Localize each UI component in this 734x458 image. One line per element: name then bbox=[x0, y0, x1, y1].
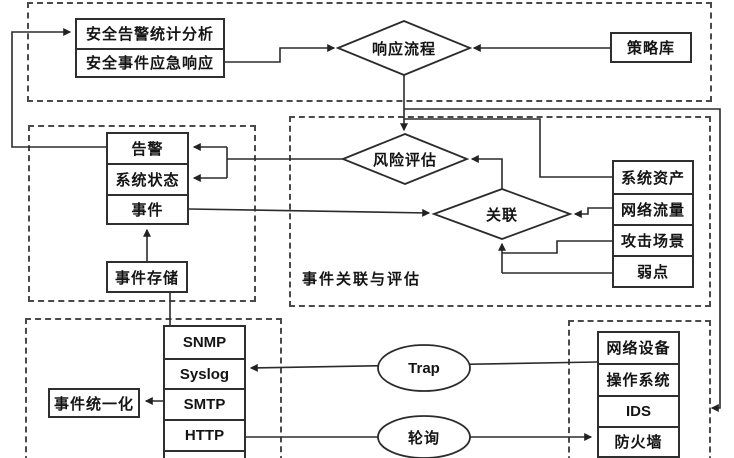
emergency-response-item: 安全事件应急响应 bbox=[77, 47, 223, 76]
protocol-stack: SNMP Syslog SMTP HTTP bbox=[163, 325, 246, 458]
connector-correlation-risk bbox=[470, 155, 503, 189]
alert-statistics-item: 安全告警统计分析 bbox=[85, 26, 214, 44]
status-stack: 告警 系统状态 事件 bbox=[106, 132, 189, 225]
trap-ellipse-shape bbox=[377, 344, 471, 392]
connector-response-collect bbox=[404, 108, 721, 412]
region-collection-right bbox=[568, 320, 711, 458]
region-event-buffer bbox=[28, 125, 256, 302]
resource-stack: 系统资产 网络流量 攻击场景 弱点 bbox=[612, 160, 694, 288]
connector-response-in bbox=[224, 44, 336, 63]
attack-scenario-item: 攻击场景 bbox=[614, 223, 692, 255]
system-status-item: 系统状态 bbox=[108, 162, 187, 195]
event-item: 事件 bbox=[108, 194, 187, 223]
weakness-item: 弱点 bbox=[614, 254, 692, 286]
event-store-box: 事件存储 bbox=[106, 261, 188, 293]
network-device-item: 网络设备 bbox=[606, 340, 671, 358]
correlation-region-label: 事件关联与评估 bbox=[302, 271, 422, 288]
connector-scenario-merge bbox=[502, 240, 612, 254]
region-correlation bbox=[289, 116, 711, 307]
event-unify-box: 事件统一化 bbox=[48, 388, 140, 418]
snmp-item: SNMP bbox=[182, 334, 227, 352]
connector-alarm-statistics bbox=[11, 28, 106, 148]
alarm-item: 告警 bbox=[131, 140, 164, 158]
policy-library-box: 策略库 bbox=[610, 32, 692, 63]
http-item: HTTP bbox=[165, 419, 244, 450]
connector-traffic-correlation bbox=[573, 207, 612, 218]
syslog-item: Syslog bbox=[165, 358, 244, 388]
region-response bbox=[27, 2, 712, 102]
alert-response-stack: 安全告警统计分析 安全事件应急响应 bbox=[75, 18, 225, 78]
connector-event-correlation bbox=[188, 208, 431, 217]
device-stack: 网络设备 操作系统 IDS 防火墙 bbox=[597, 331, 680, 458]
network-traffic-item: 网络流量 bbox=[614, 192, 692, 224]
region-collection-left bbox=[25, 318, 282, 458]
response-diamond-shape bbox=[335, 20, 473, 76]
protocol-partial-row bbox=[165, 450, 244, 458]
operating-system-item: 操作系统 bbox=[599, 362, 678, 395]
connector-risk-bracket bbox=[226, 147, 343, 178]
firewall-item: 防火墙 bbox=[599, 425, 678, 456]
risk-diamond-shape bbox=[340, 133, 470, 185]
correlation-diamond-shape bbox=[431, 188, 573, 240]
smtp-item: SMTP bbox=[165, 388, 244, 419]
ids-item: IDS bbox=[599, 394, 678, 426]
system-assets-item: 系统资产 bbox=[620, 169, 685, 187]
poll-ellipse-shape bbox=[377, 415, 471, 458]
connector-assets-branch bbox=[404, 118, 612, 178]
